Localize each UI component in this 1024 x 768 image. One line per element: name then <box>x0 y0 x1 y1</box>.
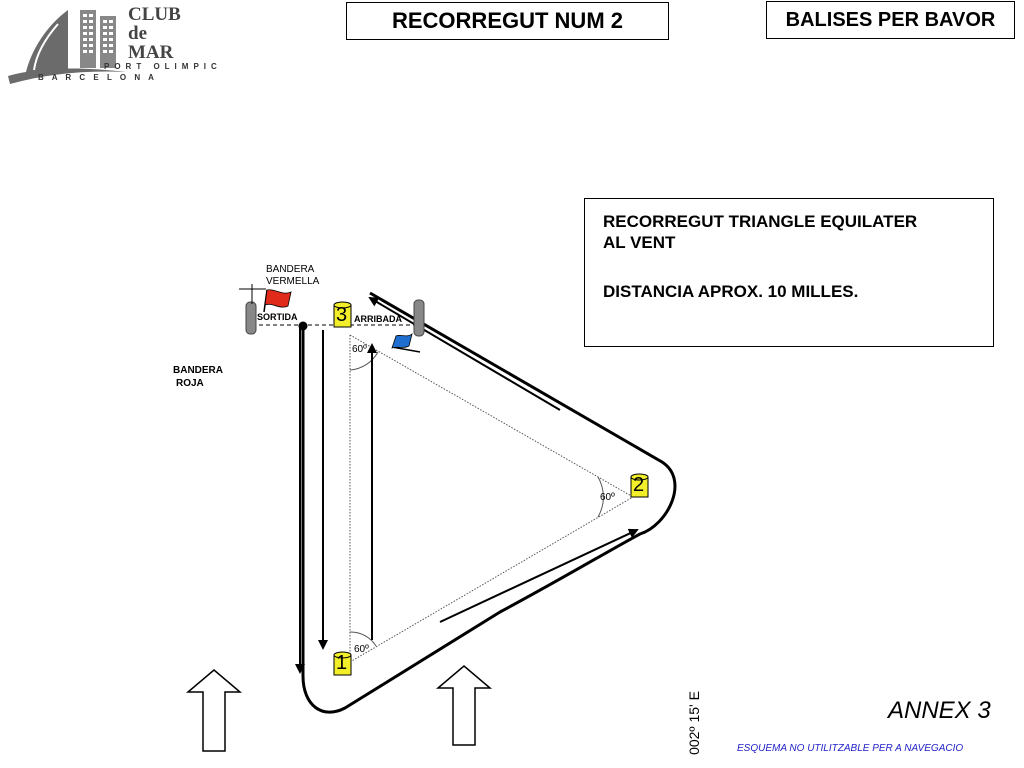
navigation-disclaimer: ESQUEMA NO UTILITZABLE PER A NAVEGACIO <box>737 743 964 754</box>
logo-line-mar: MAR <box>128 42 174 63</box>
logo-line-de: de <box>128 23 147 44</box>
course-path <box>301 291 677 714</box>
logo-text: CLUB de MAR <box>128 5 181 62</box>
arrow-leg-5 <box>368 296 561 411</box>
logo-barcelona: B A R C E L O N A <box>38 73 157 82</box>
red-flag-label-line1: BANDERA <box>266 264 315 275</box>
wind-arrow-left-icon <box>185 669 243 752</box>
bandera-roja-line2: ROJA <box>176 378 204 389</box>
red-flag-icon <box>263 289 292 313</box>
logo-port-olimpic: PORT OLIMPIC <box>104 62 222 71</box>
start-label: SORTIDA <box>257 312 298 322</box>
angle-arcs <box>349 351 604 647</box>
buoy-1-icon <box>333 651 352 676</box>
start-post-icon <box>239 284 266 335</box>
triangle-dotted <box>349 334 634 663</box>
info-line-2: AL VENT <box>603 233 676 252</box>
finish-label: ARRIBADA <box>354 314 402 324</box>
arrow-leg-4 <box>439 528 639 623</box>
buoy-1-label: 1 <box>336 652 348 674</box>
buoy-3-label: 3 <box>336 304 348 326</box>
balises-label: BALISES PER BAVOR <box>766 1 1015 39</box>
coordinate-label: 002º 15' E <box>686 691 702 755</box>
red-flag-label-line2: VERMELLA <box>266 276 320 287</box>
buoy-2-icon <box>630 473 649 498</box>
angle-top-label: 60º <box>352 344 367 355</box>
blue-flag-icon <box>391 332 421 353</box>
buoy-2-label: 2 <box>633 474 645 496</box>
sailboat-logo-icon <box>8 10 126 84</box>
angle-bottom-label: 60º <box>354 644 369 655</box>
angle-right-label: 60º <box>600 492 615 503</box>
bandera-roja-line1: BANDERA <box>173 365 223 376</box>
info-line-1: RECORREGUT TRIANGLE EQUILATER <box>603 212 918 231</box>
page-title: RECORREGUT NUM 2 <box>346 2 669 40</box>
course-info-box: RECORREGUT TRIANGLE EQUILATER AL VENT DI… <box>584 198 994 347</box>
finish-post-icon <box>413 299 425 337</box>
wind-arrow-right-icon <box>435 665 493 746</box>
buoy-3-icon <box>333 301 352 328</box>
start-point-marker <box>298 321 308 331</box>
annex-label: ANNEX 3 <box>888 697 991 724</box>
info-line-3: DISTANCIA APROX. 10 MILLES. <box>603 282 859 301</box>
logo-line-club: CLUB <box>128 4 181 25</box>
